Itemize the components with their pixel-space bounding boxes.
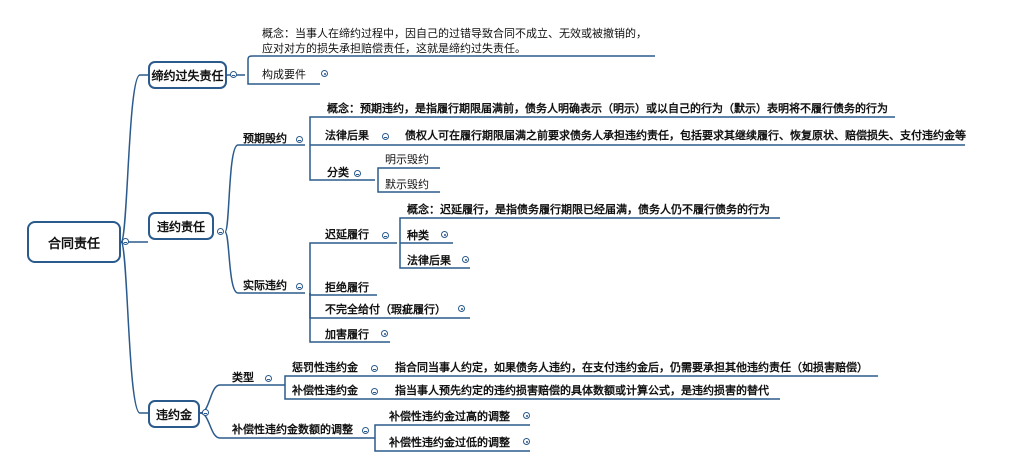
delay-performance-label[interactable]: 迟延履行 [325, 228, 369, 241]
fault-concept-line2: 应对对方的损失承担赔偿责任，这就是缔约过失责任。 [262, 42, 526, 55]
breach-liability-label: 违约责任 [156, 219, 205, 234]
collapse-icon[interactable] [354, 170, 361, 177]
fault-elements-label[interactable]: 构成要件 [262, 68, 306, 81]
penalty-node[interactable]: 违约金 [148, 400, 200, 428]
punitive-desc: 指合同当事人约定，如果债务人违约，在支付违约金后，仍需要承担其他违约责任（如损害… [395, 361, 868, 374]
expand-icon[interactable] [458, 305, 465, 312]
expand-icon[interactable] [523, 438, 530, 445]
collapse-icon[interactable] [382, 232, 389, 239]
anticipatory-legal-text: 债权人可在履行期限届满之前要求债务人承担违约责任，包括要求其继续履行、恢复原状、… [405, 129, 966, 142]
root-label: 合同责任 [47, 236, 100, 252]
collapse-icon[interactable] [371, 388, 378, 395]
express-repudiation[interactable]: 明示毁约 [385, 153, 429, 166]
expand-icon[interactable] [462, 256, 469, 263]
adjust-too-low[interactable]: 补偿性违约金过低的调整 [389, 436, 510, 449]
actual-breach-label[interactable]: 实际违约 [243, 279, 287, 292]
delay-concept: 概念：迟延履行，是指债务履行期限已经届满，债务人仍不履行债务的行为 [407, 203, 770, 216]
anticipatory-legal-label[interactable]: 法律后果 [325, 129, 369, 142]
collapse-icon[interactable] [296, 136, 303, 143]
punitive-penalty[interactable]: 惩罚性违约金 [292, 361, 358, 374]
incomplete-performance[interactable]: 不完全给付（瑕疵履行） [325, 303, 446, 316]
fault-liability-label: 缔约过失责任 [151, 68, 224, 83]
implied-repudiation[interactable]: 默示毁约 [385, 178, 429, 191]
harmful-performance[interactable]: 加害履行 [325, 328, 369, 341]
fault-concept-line1: 概念：当事人在缔约过程中，因自己的过错导致合同不成立、无效或被撤销的， [262, 27, 647, 40]
collapse-icon[interactable] [230, 71, 237, 78]
delay-kinds[interactable]: 种类 [407, 229, 429, 242]
penalty-adjust-label[interactable]: 补偿性违约金数额的调整 [232, 423, 353, 436]
collapse-icon[interactable] [202, 409, 209, 416]
penalty-types-label[interactable]: 类型 [232, 371, 254, 384]
expand-icon[interactable] [321, 70, 328, 77]
expand-icon[interactable] [441, 231, 448, 238]
delay-legal[interactable]: 法律后果 [407, 254, 451, 267]
penalty-label: 违约金 [155, 407, 192, 422]
anticipatory-concept: 概念：预期违约，是指履行期限届满前，债务人明确表示（明示）或以自己的行为（默示）… [327, 102, 888, 115]
root-node[interactable]: 合同责任 [27, 221, 121, 263]
collapse-icon[interactable] [296, 283, 303, 290]
expand-icon[interactable] [523, 412, 530, 419]
compensatory-desc: 指当事人预先约定的违约损害赔偿的具体数额或计算公式，是违约损害的替代 [395, 384, 769, 397]
collapse-icon[interactable] [217, 228, 224, 235]
collapse-icon[interactable] [122, 238, 129, 245]
collapse-icon[interactable] [382, 133, 389, 140]
fault-liability-node[interactable]: 缔约过失责任 [148, 61, 227, 89]
compensatory-penalty[interactable]: 补偿性违约金 [292, 384, 358, 397]
classification-label[interactable]: 分类 [327, 166, 349, 179]
anticipatory-breach-label[interactable]: 预期毁约 [243, 132, 287, 145]
collapse-icon[interactable] [371, 365, 378, 372]
collapse-icon[interactable] [265, 375, 272, 382]
refusal-performance[interactable]: 拒绝履行 [325, 281, 369, 294]
adjust-too-high[interactable]: 补偿性违约金过高的调整 [389, 410, 510, 423]
breach-liability-node[interactable]: 违约责任 [148, 212, 214, 240]
collapse-icon[interactable] [362, 427, 369, 434]
expand-icon[interactable] [381, 330, 388, 337]
